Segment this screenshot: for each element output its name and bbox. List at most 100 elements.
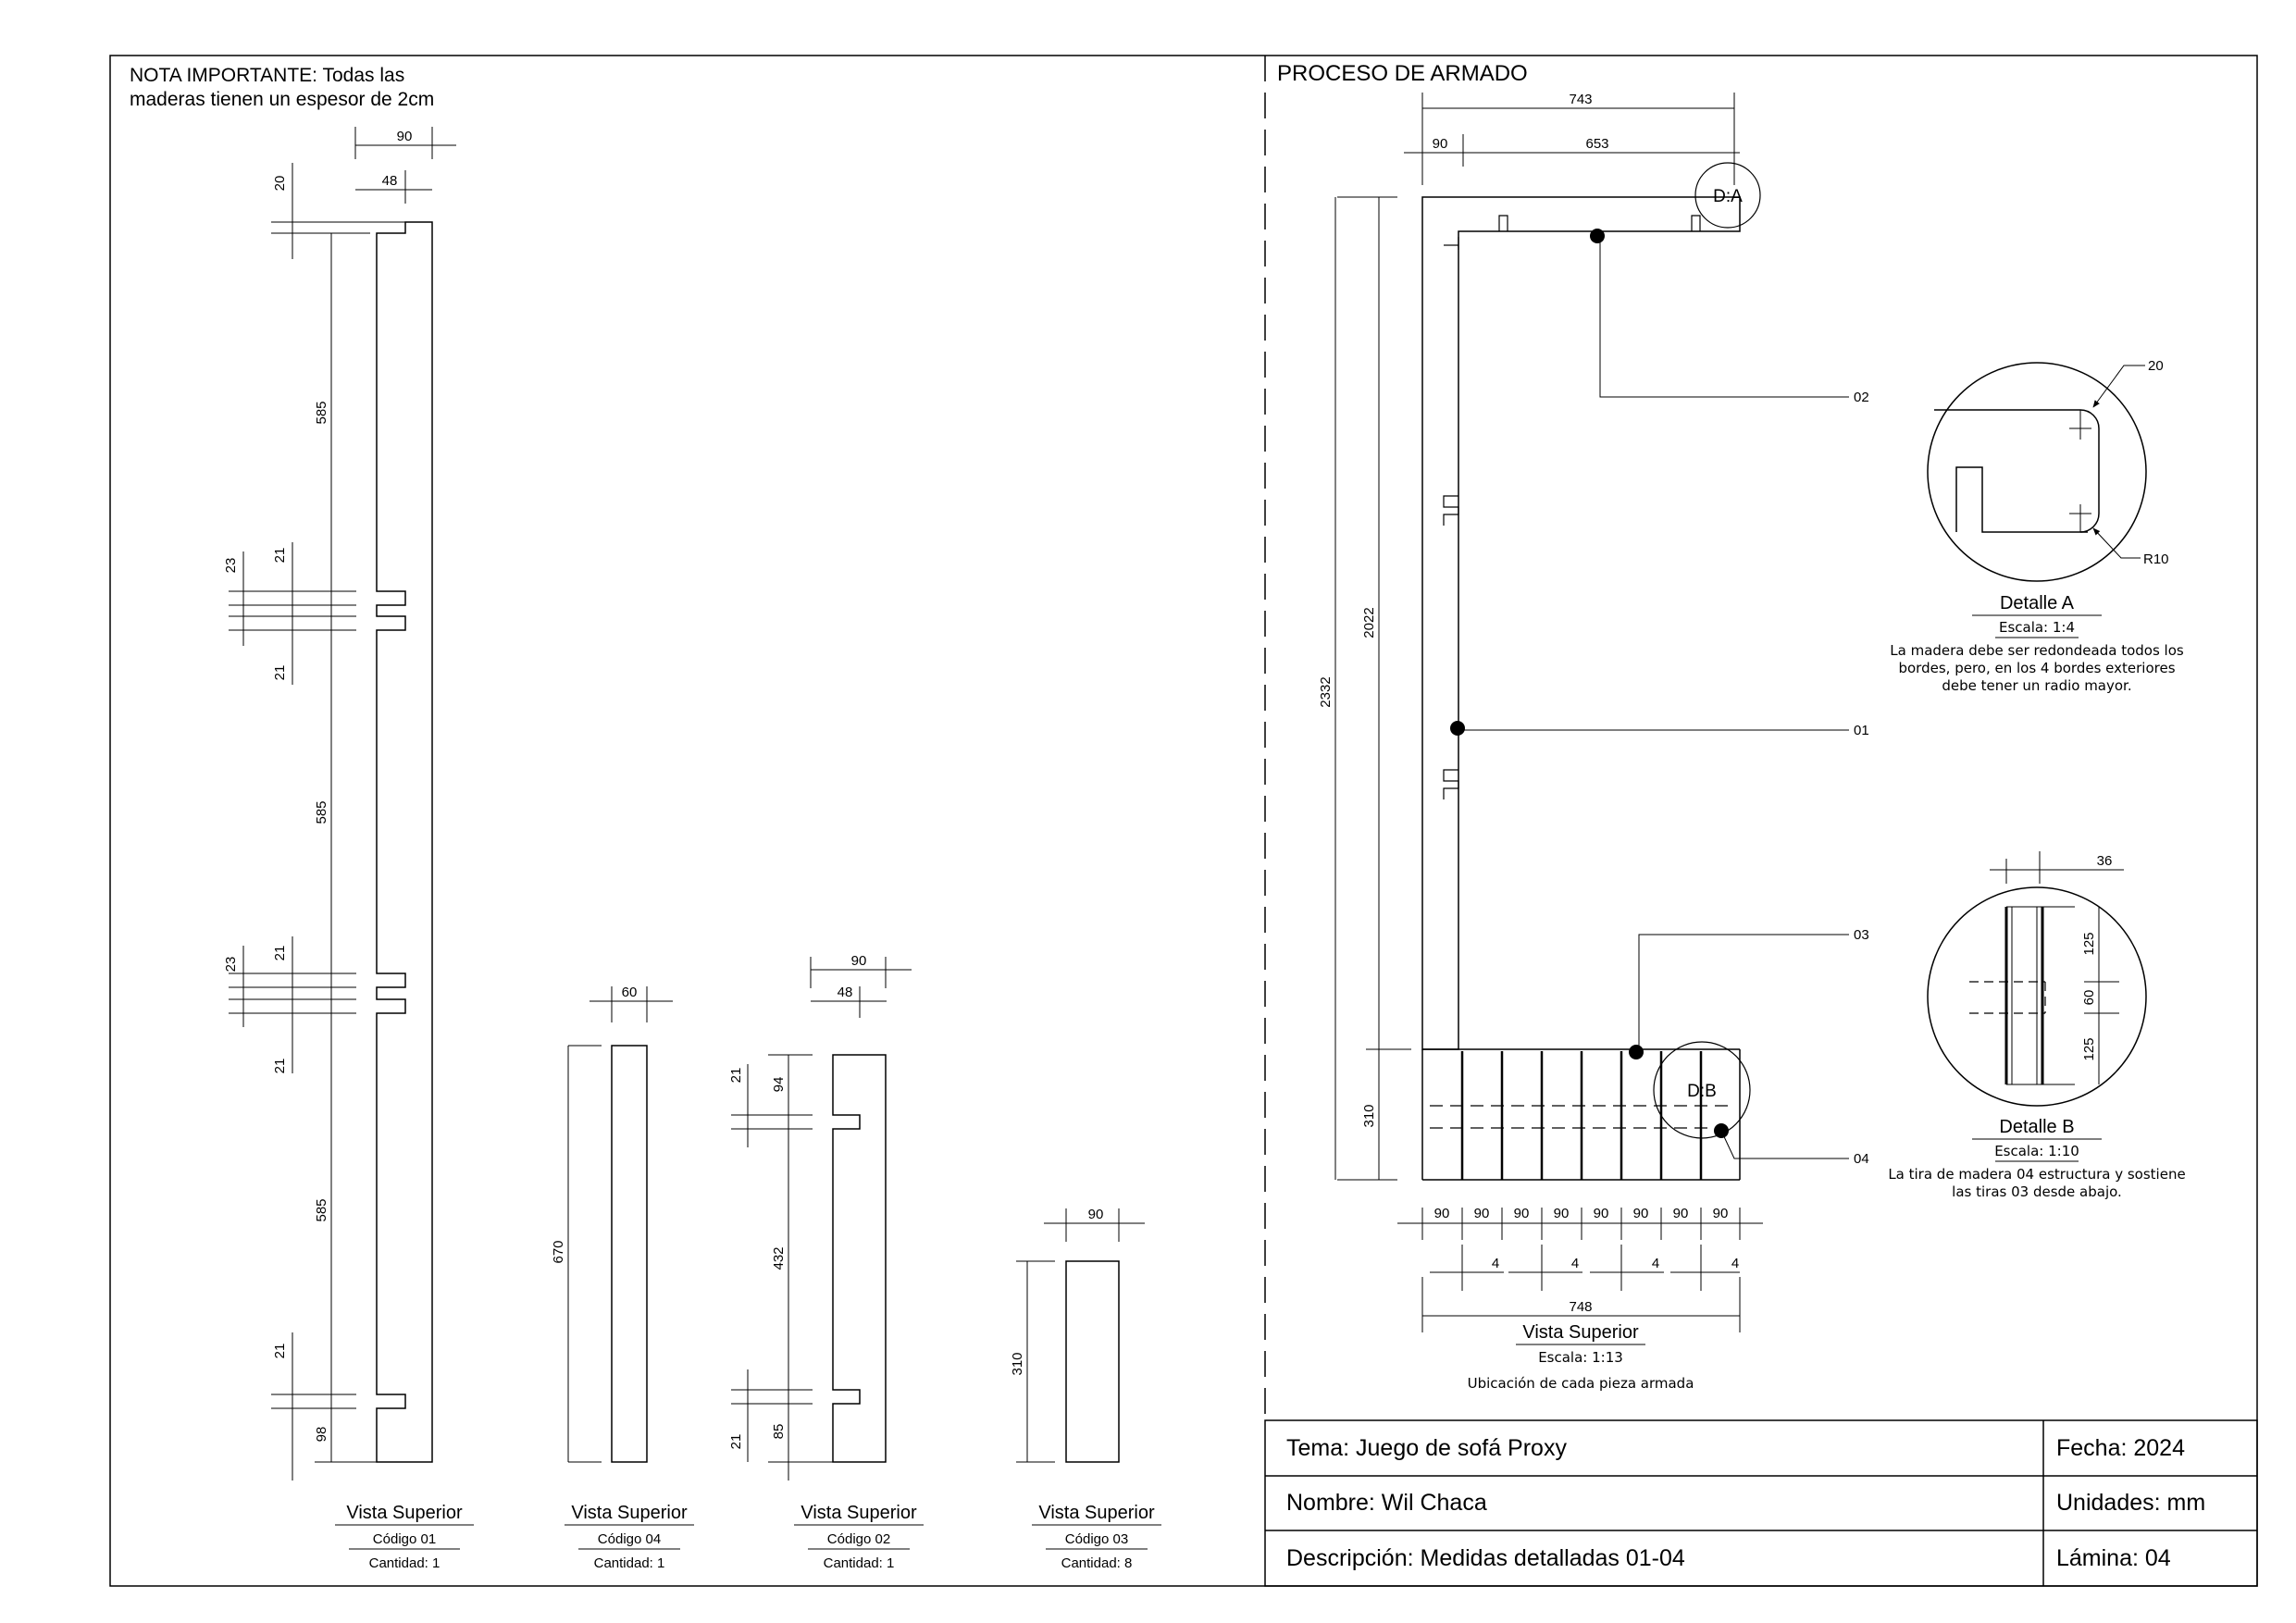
svg-text:585: 585 bbox=[314, 1198, 329, 1221]
piece-03-label: Vista Superior Código 03 Cantidad: 8 bbox=[1032, 1503, 1161, 1571]
svg-text:432: 432 bbox=[771, 1246, 787, 1270]
svg-text:36: 36 bbox=[2097, 853, 2113, 869]
svg-text:04: 04 bbox=[1854, 1151, 1869, 1167]
svg-text:03: 03 bbox=[1854, 927, 1869, 943]
svg-text:Vista Superior: Vista Superior bbox=[1522, 1322, 1639, 1343]
tema-field: Tema: Juego de sofá Proxy bbox=[1286, 1435, 1567, 1461]
svg-text:48: 48 bbox=[838, 985, 853, 1000]
svg-text:Código 01: Código 01 bbox=[373, 1531, 436, 1547]
svg-text:Código 04: Código 04 bbox=[598, 1531, 661, 1547]
svg-text:90: 90 bbox=[1474, 1206, 1490, 1221]
svg-text:maderas tienen un espesor de 2: maderas tienen un espesor de 2cm bbox=[130, 89, 434, 110]
assembly-label: Vista Superior Escala: 1:13 Ubicación de… bbox=[1468, 1322, 1694, 1392]
svg-text:Cantidad: 1: Cantidad: 1 bbox=[369, 1555, 441, 1571]
piece-04 bbox=[567, 986, 673, 1463]
detail-a bbox=[1927, 362, 2147, 582]
svg-text:4: 4 bbox=[1652, 1256, 1659, 1271]
svg-text:Vista Superior: Vista Superior bbox=[571, 1503, 688, 1523]
svg-text:23: 23 bbox=[223, 957, 239, 973]
svg-text:Cantidad: 1: Cantidad: 1 bbox=[594, 1555, 665, 1571]
sheet-border bbox=[109, 55, 2258, 1587]
assembly-drawing bbox=[1334, 93, 1849, 1332]
svg-text:4: 4 bbox=[1571, 1256, 1579, 1271]
svg-text:Vista Superior: Vista Superior bbox=[1038, 1503, 1155, 1523]
nombre-field: Nombre: Wil Chaca bbox=[1286, 1490, 1487, 1516]
svg-text:48: 48 bbox=[382, 173, 398, 189]
piece-01 bbox=[229, 127, 456, 1481]
svg-text:Detalle B: Detalle B bbox=[1999, 1117, 2074, 1137]
svg-text:debe tener un radio mayor.: debe tener un radio mayor. bbox=[1942, 677, 2131, 694]
svg-text:Ubicación de cada pieza armada: Ubicación de cada pieza armada bbox=[1468, 1375, 1694, 1392]
svg-text:Cantidad: 1: Cantidad: 1 bbox=[824, 1555, 895, 1571]
svg-text:90: 90 bbox=[1673, 1206, 1689, 1221]
detail-b-texts: 36 125 60 125 Detalle B Escala: 1:10 La … bbox=[1888, 853, 2185, 1200]
svg-text:las tiras 03 desde abajo.: las tiras 03 desde abajo. bbox=[1952, 1183, 2122, 1200]
unidades-field: Unidades: mm bbox=[2056, 1490, 2205, 1516]
detail-a-texts: 20 R10 Detalle A Escala: 1:4 La madera d… bbox=[1890, 358, 2184, 694]
detail-b bbox=[1927, 851, 2147, 1107]
svg-text:La tira de madera 04 estructur: La tira de madera 04 estructura y sostie… bbox=[1888, 1166, 2185, 1183]
svg-text:585: 585 bbox=[314, 800, 329, 824]
lamina-field: Lámina: 04 bbox=[2056, 1545, 2171, 1571]
svg-text:Vista Superior: Vista Superior bbox=[800, 1503, 917, 1523]
svg-text:90: 90 bbox=[1434, 1206, 1450, 1221]
svg-text:Escala: 1:10: Escala: 1:10 bbox=[1994, 1143, 2079, 1159]
svg-text:02: 02 bbox=[1854, 390, 1869, 405]
descripcion-field: Descripción: Medidas detalladas 01-04 bbox=[1286, 1545, 1685, 1571]
svg-text:60: 60 bbox=[622, 985, 638, 1000]
title-block bbox=[1264, 1419, 2258, 1587]
svg-text:90: 90 bbox=[1554, 1206, 1570, 1221]
svg-text:90: 90 bbox=[1713, 1206, 1729, 1221]
piece-02-outline bbox=[832, 1054, 887, 1463]
svg-text:21: 21 bbox=[272, 946, 288, 961]
svg-text:94: 94 bbox=[771, 1077, 787, 1093]
svg-text:2332: 2332 bbox=[1318, 676, 1334, 707]
assembly-leader-dots bbox=[1450, 229, 1729, 1138]
svg-text:670: 670 bbox=[551, 1240, 566, 1263]
svg-text:743: 743 bbox=[1569, 92, 1592, 107]
piece-03 bbox=[1016, 1208, 1145, 1463]
svg-text:21: 21 bbox=[272, 1344, 288, 1359]
svg-text:98: 98 bbox=[314, 1427, 329, 1443]
svg-text:60: 60 bbox=[2081, 990, 2097, 1006]
fecha-field: Fecha: 2024 bbox=[2056, 1435, 2185, 1461]
svg-text:90: 90 bbox=[1633, 1206, 1649, 1221]
svg-text:20: 20 bbox=[2148, 358, 2164, 374]
svg-text:Escala: 1:4: Escala: 1:4 bbox=[1999, 619, 2075, 636]
svg-text:20: 20 bbox=[272, 176, 288, 192]
svg-text:D:B: D:B bbox=[1687, 1082, 1717, 1101]
svg-text:2022: 2022 bbox=[1361, 607, 1377, 638]
svg-text:90: 90 bbox=[1433, 136, 1448, 152]
svg-text:310: 310 bbox=[1361, 1104, 1377, 1127]
svg-text:Cantidad: 8: Cantidad: 8 bbox=[1061, 1555, 1133, 1571]
piece-02-dimensions: 90 48 21 94 432 21 85 bbox=[728, 953, 866, 1449]
assembly-dimensions: 743 90 653 2332 2022 310 748 90 90 90 90… bbox=[1318, 92, 1869, 1315]
svg-text:90: 90 bbox=[1088, 1207, 1104, 1222]
svg-text:4: 4 bbox=[1731, 1256, 1739, 1271]
piece-01-dimensions: 90 48 20 585 23 21 21 585 23 21 21 585 2… bbox=[223, 129, 412, 1442]
svg-text:Escala: 1:13: Escala: 1:13 bbox=[1538, 1349, 1623, 1366]
piece-03-dimensions: 90 310 bbox=[1010, 1207, 1103, 1376]
svg-text:748: 748 bbox=[1569, 1299, 1592, 1315]
svg-text:310: 310 bbox=[1010, 1352, 1025, 1375]
svg-text:21: 21 bbox=[728, 1068, 744, 1084]
piece-01-outline bbox=[376, 221, 433, 1463]
svg-text:21: 21 bbox=[272, 665, 288, 681]
piece-02-label: Vista Superior Código 02 Cantidad: 1 bbox=[794, 1503, 924, 1571]
svg-text:4: 4 bbox=[1492, 1256, 1499, 1271]
svg-text:585: 585 bbox=[314, 401, 329, 424]
piece-02 bbox=[731, 957, 912, 1481]
svg-text:Código 03: Código 03 bbox=[1065, 1531, 1128, 1547]
svg-text:D:A: D:A bbox=[1713, 187, 1743, 206]
svg-text:90: 90 bbox=[851, 953, 867, 969]
important-note: NOTA IMPORTANTE: Todas las maderas tiene… bbox=[130, 65, 434, 110]
svg-text:23: 23 bbox=[223, 558, 239, 574]
svg-text:21: 21 bbox=[728, 1434, 744, 1450]
svg-text:21: 21 bbox=[272, 548, 288, 564]
svg-text:01: 01 bbox=[1854, 723, 1869, 738]
piece-04-label: Vista Superior Código 04 Cantidad: 1 bbox=[565, 1503, 694, 1571]
svg-text:90: 90 bbox=[1514, 1206, 1530, 1221]
svg-text:125: 125 bbox=[2081, 932, 2097, 955]
svg-text:90: 90 bbox=[1594, 1206, 1609, 1221]
